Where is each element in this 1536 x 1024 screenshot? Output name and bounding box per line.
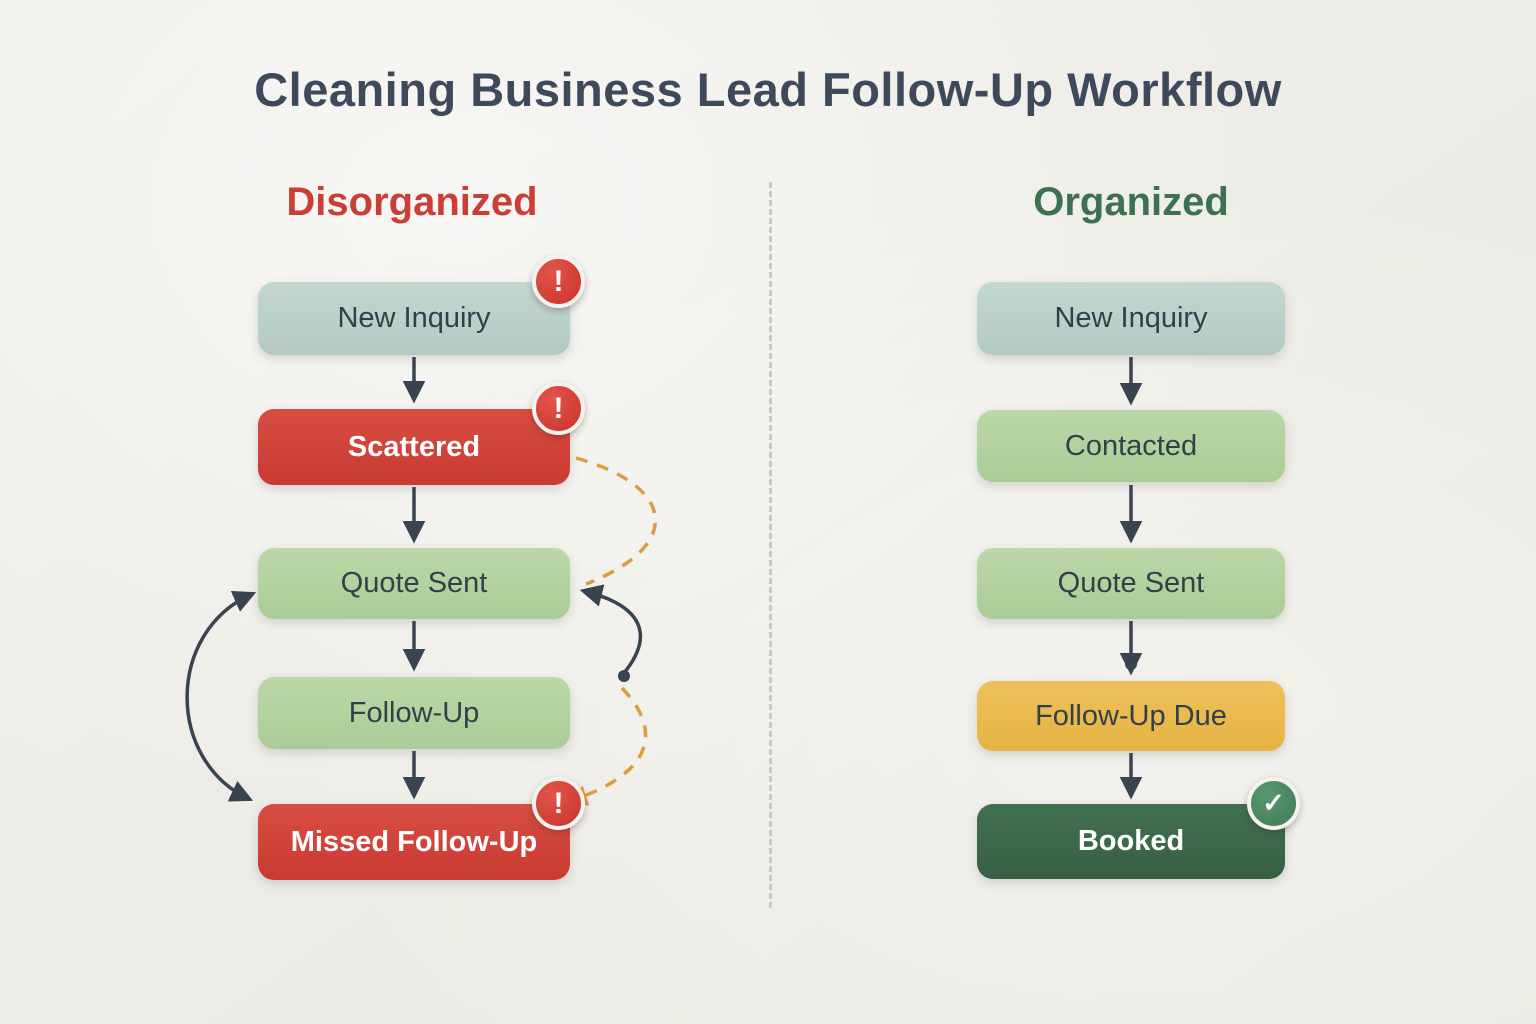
heading-organized: Organized [1033, 180, 1229, 224]
flow-junction-dot [1125, 658, 1137, 670]
node-right-new-inquiry: New Inquiry [977, 282, 1285, 355]
node-left-quote-sent: Quote Sent [258, 548, 570, 619]
node-left-new-inquiry: New Inquiry ! [258, 255, 585, 355]
check-badge-icon: ✓ [1247, 777, 1300, 830]
node-label: Booked [1077, 825, 1185, 857]
alert-badge-icon: ! [532, 777, 585, 830]
alert-badge-icon: ! [532, 382, 585, 435]
loop-arrow-left [185, 590, 257, 802]
loop-arrow-right [579, 584, 643, 675]
dashed-loop-top [575, 456, 658, 586]
dashed-loop-bottom [566, 686, 648, 806]
column-divider [769, 182, 772, 908]
node-right-quote-sent: Quote Sent [977, 548, 1285, 619]
node-label: Missed Follow-Up [290, 825, 538, 858]
loop-junction-dot [618, 670, 630, 682]
node-label: New Inquiry [337, 302, 491, 334]
diagram-title: Cleaning Business Lead Follow-Up Workflo… [254, 63, 1282, 116]
node-right-contacted: Contacted [977, 410, 1285, 482]
node-label: Quote Sent [340, 567, 488, 599]
node-label: New Inquiry [1054, 302, 1208, 334]
node-left-follow-up: Follow-Up [258, 677, 570, 749]
alert-badge-icon: ! [532, 255, 585, 308]
node-left-missed-follow-up: Missed Follow-Up ! [258, 777, 585, 880]
node-label: Contacted [1064, 429, 1198, 462]
node-right-booked: Booked ✓ [977, 777, 1300, 879]
node-right-follow-up-due: Follow-Up Due [977, 681, 1285, 751]
node-label: Follow-Up Due [1035, 699, 1227, 732]
node-label: Follow-Up [348, 696, 480, 729]
heading-disorganized: Disorganized [286, 180, 538, 224]
node-label: Quote Sent [1057, 567, 1205, 599]
node-label: Scattered [347, 430, 481, 463]
node-left-scattered: Scattered ! [258, 382, 585, 485]
